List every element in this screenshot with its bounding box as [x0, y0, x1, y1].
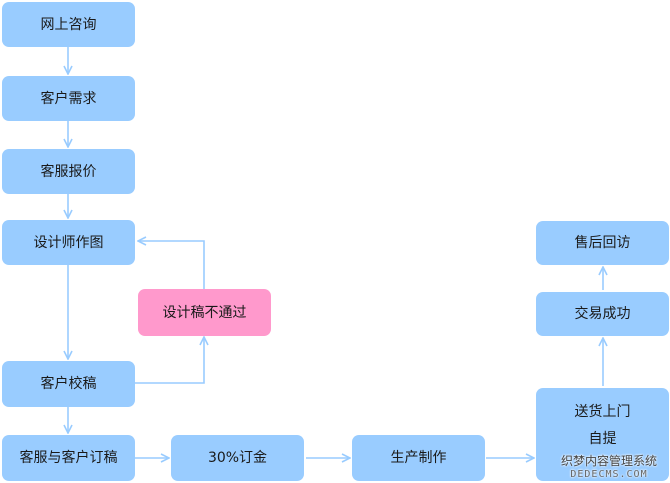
node-order-draft: 客服与客户订稿: [2, 435, 135, 481]
node-customer-needs: 客户需求: [2, 76, 135, 121]
node-customer-review: 客户校稿: [2, 361, 135, 407]
arrow-review-to-rejected: [135, 337, 204, 384]
node-deal-done: 交易成功: [536, 292, 669, 336]
node-service-quote: 客服报价: [2, 149, 135, 194]
delivery-label-line1: 送货上门: [574, 404, 631, 420]
node-after-sales: 售后回访: [536, 221, 669, 265]
delivery-label-line2: 自提: [588, 431, 617, 447]
watermark-line1: 织梦内容管理系统: [560, 454, 657, 468]
node-production: 生产制作: [352, 435, 485, 481]
arrow-rejected-to-designer: [138, 241, 205, 289]
node-design-rejected: 设计稿不通过: [138, 289, 271, 336]
node-deposit: 30%订金: [171, 435, 304, 481]
node-online-consult: 网上咨询: [2, 2, 135, 47]
watermark-line2: DEDECMS.COM: [570, 469, 648, 480]
watermark: 织梦内容管理系统 DEDECMS.COM: [554, 455, 664, 481]
node-delivery: 送货上门 自提: [536, 388, 669, 481]
node-designer-drawing: 设计师作图: [2, 220, 135, 265]
